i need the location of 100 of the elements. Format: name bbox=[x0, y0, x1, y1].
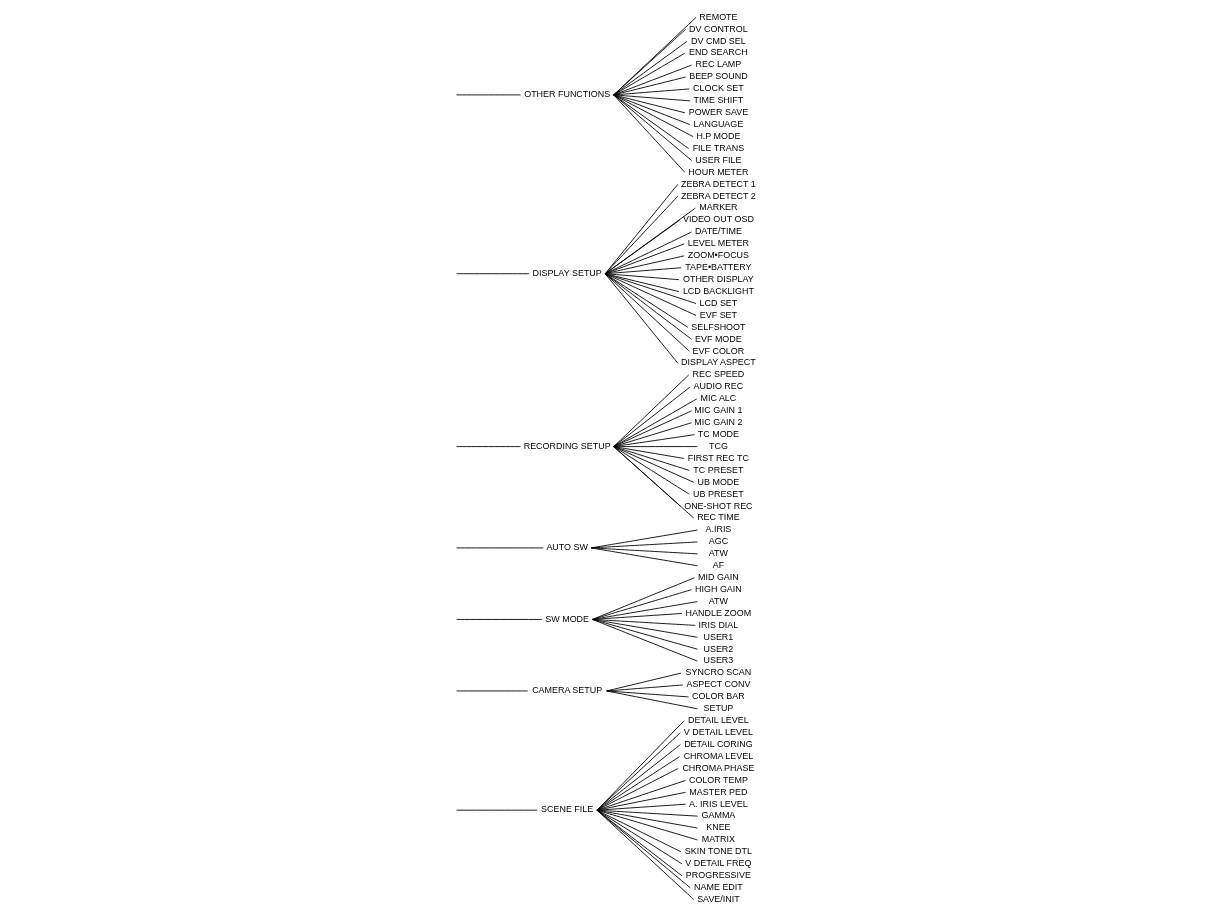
node-text: MIC ALC bbox=[700, 393, 736, 404]
node-text: FIRST REC TC bbox=[687, 452, 749, 463]
node-text: ATW bbox=[708, 548, 728, 559]
node-text: ATW bbox=[708, 595, 728, 606]
connector bbox=[612, 94, 689, 149]
node-text: ZEBRA DETECT 1 bbox=[680, 178, 756, 189]
node-text: END SEARCH bbox=[688, 47, 748, 58]
node-text: AUTO SW bbox=[545, 542, 588, 553]
node-text: BEEP SOUND bbox=[688, 71, 748, 82]
connector bbox=[596, 809, 682, 877]
node-text: MATRIX bbox=[701, 834, 735, 845]
connector bbox=[455, 619, 542, 620]
node-text: COLOR TEMP bbox=[688, 774, 748, 785]
node-text: USER3 bbox=[703, 655, 733, 666]
node-text: HOUR METER bbox=[687, 166, 748, 177]
node-text: DATE/TIME bbox=[694, 226, 742, 237]
node-text: DV CONTROL bbox=[688, 23, 748, 34]
node-text: FILE TRANS bbox=[692, 142, 744, 153]
connector bbox=[605, 690, 698, 710]
connector bbox=[604, 273, 679, 281]
connector bbox=[455, 273, 530, 275]
connector bbox=[612, 446, 694, 483]
node-text: KNEE bbox=[705, 822, 731, 833]
node-text: TCG bbox=[708, 440, 728, 451]
node-text: VIDEO OUT OSD bbox=[682, 214, 754, 225]
node-text: HIGH GAIN bbox=[694, 583, 742, 594]
connector bbox=[612, 398, 697, 448]
node-text: DV CMD SEL bbox=[690, 35, 746, 46]
node-text: RECORDING SETUP bbox=[523, 440, 611, 451]
node-text: CLOCK SET bbox=[692, 83, 744, 94]
node-text: MID GAIN bbox=[697, 572, 739, 583]
connector bbox=[612, 94, 685, 173]
node-text: SW MODE bbox=[544, 613, 589, 624]
node-text: USER1 bbox=[703, 631, 733, 642]
connector bbox=[612, 386, 691, 448]
node-text: ONE-SHOT REC bbox=[683, 500, 753, 511]
connector bbox=[604, 273, 692, 340]
node-text: V DETAIL LEVEL bbox=[683, 727, 753, 737]
connector bbox=[612, 52, 685, 96]
connector bbox=[604, 273, 696, 304]
node-text: TIME SHIFT bbox=[693, 95, 743, 106]
node-text: POWER SAVE bbox=[688, 107, 748, 118]
node-text: CHROMA LEVEL bbox=[683, 750, 753, 761]
node-text: SELFSHOOT bbox=[690, 321, 745, 332]
node-text: ASPECT CONV bbox=[685, 679, 750, 690]
node-text: TC MODE bbox=[697, 428, 739, 439]
connector bbox=[591, 619, 698, 662]
node-text: SYNCRO SCAN bbox=[685, 667, 751, 678]
connector bbox=[591, 619, 698, 650]
node-text: AUDIO REC bbox=[693, 381, 743, 392]
connector bbox=[596, 791, 686, 811]
node-text: A.IRIS bbox=[705, 524, 731, 535]
connector bbox=[612, 94, 692, 161]
node-text: MIC GAIN 1 bbox=[693, 405, 742, 416]
node-text: REMOTE bbox=[698, 11, 738, 22]
node-text: HANDLE ZOOM bbox=[685, 607, 751, 618]
connector bbox=[596, 768, 679, 811]
connector bbox=[596, 803, 686, 811]
connector bbox=[596, 779, 686, 811]
node-text: COLOR BAR bbox=[691, 691, 745, 702]
node-text: UB PRESET bbox=[692, 488, 744, 499]
node-text: REC TIME bbox=[696, 512, 740, 523]
node-text: GAMMA bbox=[701, 810, 735, 821]
connector bbox=[596, 756, 680, 811]
connector bbox=[604, 273, 690, 352]
connector bbox=[604, 273, 688, 328]
connector bbox=[596, 809, 694, 901]
node-text: LCD BACKLIGHT bbox=[682, 285, 754, 296]
node-text: DISPLAY ASPECT bbox=[680, 357, 756, 368]
connector bbox=[591, 589, 692, 620]
node-text: REC SPEED bbox=[692, 369, 744, 380]
node-text: SETUP bbox=[703, 703, 733, 714]
connector bbox=[604, 273, 696, 316]
node-text: TC PRESET bbox=[692, 464, 743, 475]
node-text: H.P MODE bbox=[695, 130, 740, 141]
node-text: MASTER PED bbox=[688, 786, 747, 797]
connector bbox=[596, 809, 698, 841]
node-text: ZOOM•FOCUS bbox=[687, 250, 749, 261]
connector bbox=[612, 446, 690, 495]
connector bbox=[612, 28, 686, 96]
node-text: EVF COLOR bbox=[692, 345, 744, 356]
connector bbox=[604, 273, 679, 293]
node-text: ZEBRA DETECT 2 bbox=[680, 190, 756, 201]
node-text: V DETAIL FREQ bbox=[684, 858, 751, 869]
node-text: REC LAMP bbox=[695, 59, 741, 70]
node-text: AF bbox=[712, 560, 724, 571]
connector bbox=[596, 720, 685, 811]
node-text: OTHER DISPLAY bbox=[682, 273, 754, 284]
node-text: SKIN TONE DTL bbox=[684, 846, 752, 857]
node-text: DETAIL LEVEL bbox=[687, 715, 749, 726]
node-text: NAME EDIT bbox=[693, 881, 743, 892]
node-text: IRIS DIAL bbox=[698, 619, 738, 630]
node-text: AGC bbox=[708, 536, 728, 547]
connector bbox=[596, 744, 681, 811]
node-text: LCD SET bbox=[699, 297, 737, 308]
node-text: OTHER FUNCTIONS bbox=[523, 89, 610, 100]
node-text: LANGUAGE bbox=[693, 119, 743, 130]
node-text: TAPE•BATTERY bbox=[684, 262, 752, 273]
node-text: MARKER bbox=[698, 202, 738, 213]
node-text: PROGRESSIVE bbox=[685, 870, 751, 881]
